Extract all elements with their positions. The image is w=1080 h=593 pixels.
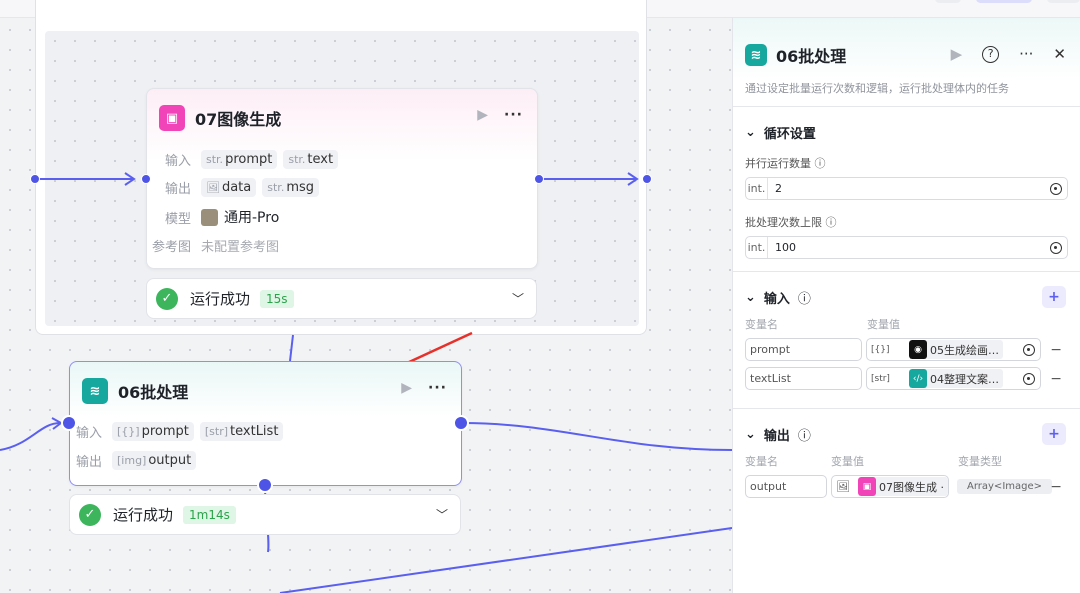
edge-into-06: [0, 422, 61, 451]
info-icon: ⓘ: [825, 216, 837, 229]
node-07-image-gen[interactable]: ▣ 07图像生成 ▶ ··· 输入 str.prompt str.text 输出 🖼…: [146, 88, 538, 269]
image-gen-icon: ▣: [858, 477, 876, 496]
node-06-input-port[interactable]: [61, 415, 77, 431]
edge-bottom: [279, 527, 733, 593]
output-tag: str.msg: [262, 178, 320, 197]
toolbar-button[interactable]: [1047, 0, 1080, 3]
input-tag: str.prompt: [201, 150, 278, 169]
input-tag: [str]textList: [199, 422, 284, 441]
run-icon[interactable]: ▶: [401, 380, 413, 396]
input-tag: [{}]prompt: [112, 422, 194, 441]
node-06-loop-port[interactable]: [257, 477, 273, 493]
remove-row-button[interactable]: −: [1050, 370, 1062, 387]
add-input-button[interactable]: +: [1042, 286, 1066, 308]
layers-icon: ≋: [82, 378, 108, 404]
edge-vertical: [289, 334, 294, 362]
success-check-icon: ✓: [79, 503, 101, 526]
node-06-batch[interactable]: ≋06批处理 ▶··· 输入 [{}]prompt [str]textList …: [69, 361, 462, 486]
node-07-input-port[interactable]: [141, 174, 151, 184]
more-icon[interactable]: ···: [428, 380, 447, 396]
model-name: 通用-Pro: [224, 210, 280, 226]
node-title: 07图像生成: [195, 110, 282, 129]
chevron-down-icon[interactable]: ⌄: [745, 124, 756, 140]
node-settings-panel: ≋ 06批处理 ▶? ··· ✕ 通过设定批量运行次数和逻辑，运行批处理体内的任务 ⌄…: [732, 18, 1080, 593]
layers-icon: ≋: [745, 44, 767, 66]
panel-description: 通过设定批量运行次数和逻辑，运行批处理体内的任务: [745, 82, 1009, 95]
chevron-down-icon[interactable]: ﹀: [435, 508, 448, 522]
add-output-button[interactable]: +: [1042, 423, 1066, 445]
duration-badge: 1m14s: [183, 505, 236, 524]
var-name-input[interactable]: prompt: [745, 338, 862, 361]
input-row: textList [str]‹/›04整理文案… −: [745, 367, 1068, 390]
ref-value: 未配置参考图: [201, 240, 280, 255]
var-name-input[interactable]: textList: [745, 367, 862, 390]
output-tag: 🖼data: [201, 178, 257, 197]
variable-ref-icon[interactable]: [1050, 241, 1062, 254]
image-icon: 🖼: [206, 181, 220, 194]
llm-icon: ◉: [909, 340, 927, 359]
remove-row-button[interactable]: −: [1050, 478, 1062, 495]
image-gen-icon: ▣: [159, 105, 185, 131]
model-avatar: [201, 208, 218, 226]
outputs-label: 输出: [164, 182, 191, 197]
toolbar-primary-button[interactable]: [976, 0, 1032, 3]
ref-label: 参考图: [151, 240, 191, 255]
duration-badge: 15s: [260, 289, 294, 308]
more-icon[interactable]: ···: [1019, 45, 1034, 63]
model-label: 模型: [164, 211, 191, 227]
chevron-down-icon[interactable]: ⌄: [745, 289, 756, 305]
inputs-label: 输入: [164, 154, 191, 169]
batch-limit-input[interactable]: int.100: [745, 236, 1068, 259]
close-icon[interactable]: ✕: [1053, 45, 1066, 63]
parallel-count-input[interactable]: int.2: [745, 177, 1068, 200]
input-tag: str.text: [283, 150, 339, 169]
output-row: output 🖼▣07图像生成 · Array<Image> −: [745, 475, 1068, 498]
inputs-label: 输入: [75, 426, 102, 441]
run-icon[interactable]: ▶: [477, 107, 489, 123]
var-value-select[interactable]: [str]‹/›04整理文案…: [866, 367, 1041, 390]
variable-ref-icon[interactable]: [1023, 372, 1035, 385]
edge-out-06: [461, 422, 733, 451]
variable-ref-icon[interactable]: [1050, 182, 1062, 195]
success-check-icon: ✓: [156, 287, 178, 310]
chevron-down-icon[interactable]: ⌄: [745, 426, 756, 442]
code-icon: ‹/›: [909, 369, 927, 388]
loop-settings-section: ⌄循环设置 并行运行数量 ⓘ int.2 批处理次数上限 ⓘ int.100: [733, 106, 1080, 271]
toolbar-button[interactable]: [935, 0, 961, 3]
edge-port[interactable]: [30, 174, 40, 184]
output-tag: [img]output: [112, 451, 197, 470]
run-icon[interactable]: ▶: [950, 45, 963, 63]
edge-arrow-head: [124, 172, 136, 186]
input-row: prompt [{}]◉05生成绘画… −: [745, 338, 1068, 361]
chevron-down-icon[interactable]: ﹀: [511, 292, 524, 306]
edge-port[interactable]: [642, 174, 652, 184]
remove-row-button[interactable]: −: [1050, 341, 1062, 358]
var-value-select[interactable]: 🖼▣07图像生成 ·: [831, 475, 949, 498]
variable-ref-icon[interactable]: [1023, 343, 1035, 356]
node-title: 06批处理: [118, 383, 189, 402]
help-icon[interactable]: ?: [982, 45, 1000, 63]
var-name-input[interactable]: output: [745, 475, 827, 498]
info-icon: ⓘ: [814, 157, 826, 170]
var-value-select[interactable]: [{}]◉05生成绘画…: [866, 338, 1041, 361]
image-icon: 🖼: [836, 480, 850, 493]
outputs-label: 输出: [75, 455, 102, 470]
panel-title: 06批处理: [776, 47, 847, 66]
var-type-tag: Array<Image>: [957, 479, 1053, 494]
node-06-output-port[interactable]: [453, 415, 469, 431]
more-icon[interactable]: ···: [504, 107, 523, 123]
edge-arrow-head: [627, 172, 639, 186]
node-07-output-port[interactable]: [534, 174, 544, 184]
info-icon: ⓘ: [797, 291, 811, 307]
info-icon: ⓘ: [797, 428, 811, 444]
